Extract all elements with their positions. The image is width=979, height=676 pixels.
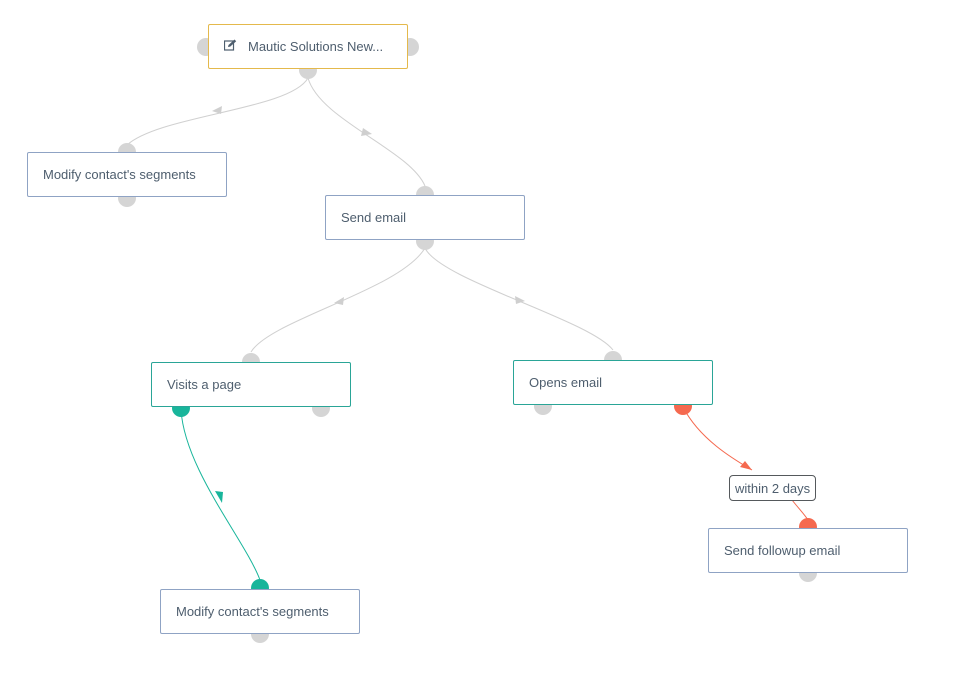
node-label: Modify contact's segments [176,604,329,619]
connector-delay-to-followup [791,499,809,521]
campaign-source-node[interactable]: Mautic Solutions New... [208,24,408,69]
action-node-send-followup-email[interactable]: Send followup email [708,528,908,573]
connector-delay-label[interactable]: within 2 days [729,475,817,501]
action-node-modify-segments-top[interactable]: Modify contact's segments [27,152,227,197]
node-label: Send followup email [724,543,841,558]
decision-node-visits-page[interactable]: Visits a page [151,362,351,407]
source-node-label: Mautic Solutions New... [248,39,384,54]
connector-arrow [515,296,525,304]
node-label: Modify contact's segments [43,167,196,182]
node-label: Opens email [529,375,602,390]
connector-arrow-yes [215,491,223,503]
node-label: Visits a page [167,377,242,392]
connector-opens-email-no [682,406,753,471]
action-node-send-email[interactable]: Send email [325,195,525,240]
connector-source-to-send-email [307,77,426,187]
connector-arrow-no [740,461,752,470]
connector-arrow [212,106,222,114]
decision-node-opens-email[interactable]: Opens email [513,360,713,405]
node-label: Send email [341,210,407,225]
connector-source-to-modify-segments [126,77,309,146]
action-node-modify-segments-bottom[interactable]: Modify contact's segments [160,589,360,634]
connector-send-email-to-opens-email [424,247,614,351]
connector-send-email-to-visits-page [250,247,426,353]
edit-form-icon [223,39,240,54]
connector-arrow [334,297,344,305]
connector-arrow [361,128,372,136]
connector-visits-page-yes [180,409,261,581]
